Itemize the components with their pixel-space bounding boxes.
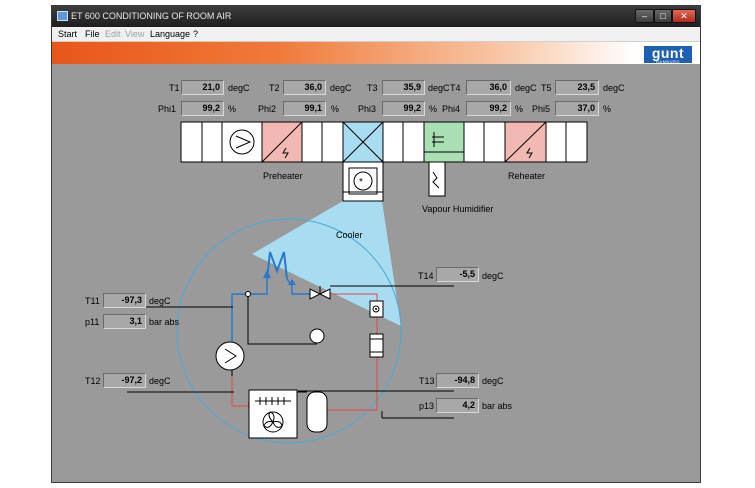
zoom-circle (176, 218, 402, 444)
phi1-label: Phi1 (158, 104, 177, 114)
menu-language[interactable]: Language (150, 29, 191, 39)
phi5-label: Phi5 (532, 104, 551, 114)
t2-value: 36,0 (283, 80, 326, 95)
compressor-icon (215, 341, 245, 371)
phi4-label: Phi4 (442, 104, 461, 114)
menu-start[interactable]: Start (58, 29, 78, 39)
vapour-humidifier-label: Vapour Humidifier (422, 204, 494, 214)
menu-file[interactable]: File (85, 29, 100, 39)
phi4-value: 99,2 (466, 101, 511, 116)
diagram-graphics: * (127, 121, 588, 444)
phi2-value: 99,1 (283, 101, 326, 116)
cooler-label: Cooler (336, 230, 363, 240)
phi1-value: 99,2 (181, 101, 224, 116)
menu-bar: Start File Edit View Language ? (52, 27, 700, 42)
t5-unit: degC (603, 83, 625, 93)
app-icon (57, 11, 68, 21)
phi1-unit: % (228, 104, 237, 114)
t14-value: -5,5 (436, 267, 479, 282)
logo-subtext: HAMBURG (656, 59, 680, 64)
cooler-zoom-cone (252, 201, 401, 326)
t5-value: 23,5 (555, 80, 599, 95)
t11-unit: degC (149, 296, 171, 306)
window-title: ET 600 CONDITIONING OF ROOM AIR (71, 11, 232, 21)
t2-unit: degC (330, 83, 352, 93)
t4-value: 36,0 (466, 80, 511, 95)
t3-value: 35,9 (382, 80, 425, 95)
preheater-label: Preheater (263, 171, 303, 181)
t3-label: T3 (367, 83, 378, 93)
p13-unit: bar abs (482, 401, 513, 411)
t12-label: T12 (85, 376, 101, 386)
header-banner (52, 42, 700, 64)
svg-text:*: * (359, 177, 363, 188)
t1-label: T1 (169, 83, 180, 93)
phi3-value: 99,2 (382, 101, 425, 116)
p13-value: 4,2 (436, 398, 479, 413)
p13-label: p13 (419, 401, 435, 411)
menu-view[interactable]: View (125, 29, 145, 39)
humidifier-tank (428, 161, 446, 197)
t13-value: -94,8 (436, 373, 479, 388)
logo-text: gunt (651, 45, 685, 61)
phi3-unit: % (429, 104, 438, 114)
filter-dryer-icon (369, 333, 384, 358)
phi3-label: Phi3 (358, 104, 377, 114)
refrigeration-circuit (215, 251, 384, 439)
t1-unit: degC (228, 83, 250, 93)
expansion-valve-icon (309, 288, 322, 300)
t14-label: T14 (418, 271, 434, 281)
t13-label: T13 (419, 376, 435, 386)
t13-unit: degC (482, 376, 504, 386)
t5-label: T5 (541, 83, 552, 93)
air-duct (180, 121, 588, 163)
p11-label: p11 (85, 317, 100, 327)
close-button[interactable]: ✕ (672, 9, 696, 23)
t11-label: T11 (85, 296, 100, 306)
t4-label: T4 (450, 83, 461, 93)
t11-value: -97,3 (103, 293, 146, 308)
p11-value: 3,1 (103, 314, 146, 329)
t4-unit: degC (515, 83, 537, 93)
receiver-icon (306, 391, 328, 433)
t2-label: T2 (269, 83, 280, 93)
t3-unit: degC (428, 83, 450, 93)
app-window: ET 600 CONDITIONING OF ROOM AIR ‒ □ ✕ St… (51, 5, 701, 483)
phi5-value: 37,0 (555, 101, 599, 116)
menu-help[interactable]: ? (193, 29, 199, 39)
p11-unit: bar abs (149, 317, 180, 327)
minimize-button[interactable]: ‒ (635, 9, 654, 23)
maximize-button[interactable]: □ (654, 9, 672, 23)
phi4-unit: % (515, 104, 524, 114)
title-bar[interactable]: ET 600 CONDITIONING OF ROOM AIR ‒ □ ✕ (52, 6, 700, 27)
t1-value: 21,0 (181, 80, 224, 95)
phi2-unit: % (331, 104, 340, 114)
t12-value: -97,2 (103, 373, 146, 388)
phi5-unit: % (603, 104, 612, 114)
menu-edit[interactable]: Edit (105, 29, 121, 39)
t12-unit: degC (149, 376, 171, 386)
phi2-label: Phi2 (258, 104, 277, 114)
t14-unit: degC (482, 271, 504, 281)
process-diagram: * (52, 64, 700, 482)
reheater-label: Reheater (508, 171, 546, 181)
